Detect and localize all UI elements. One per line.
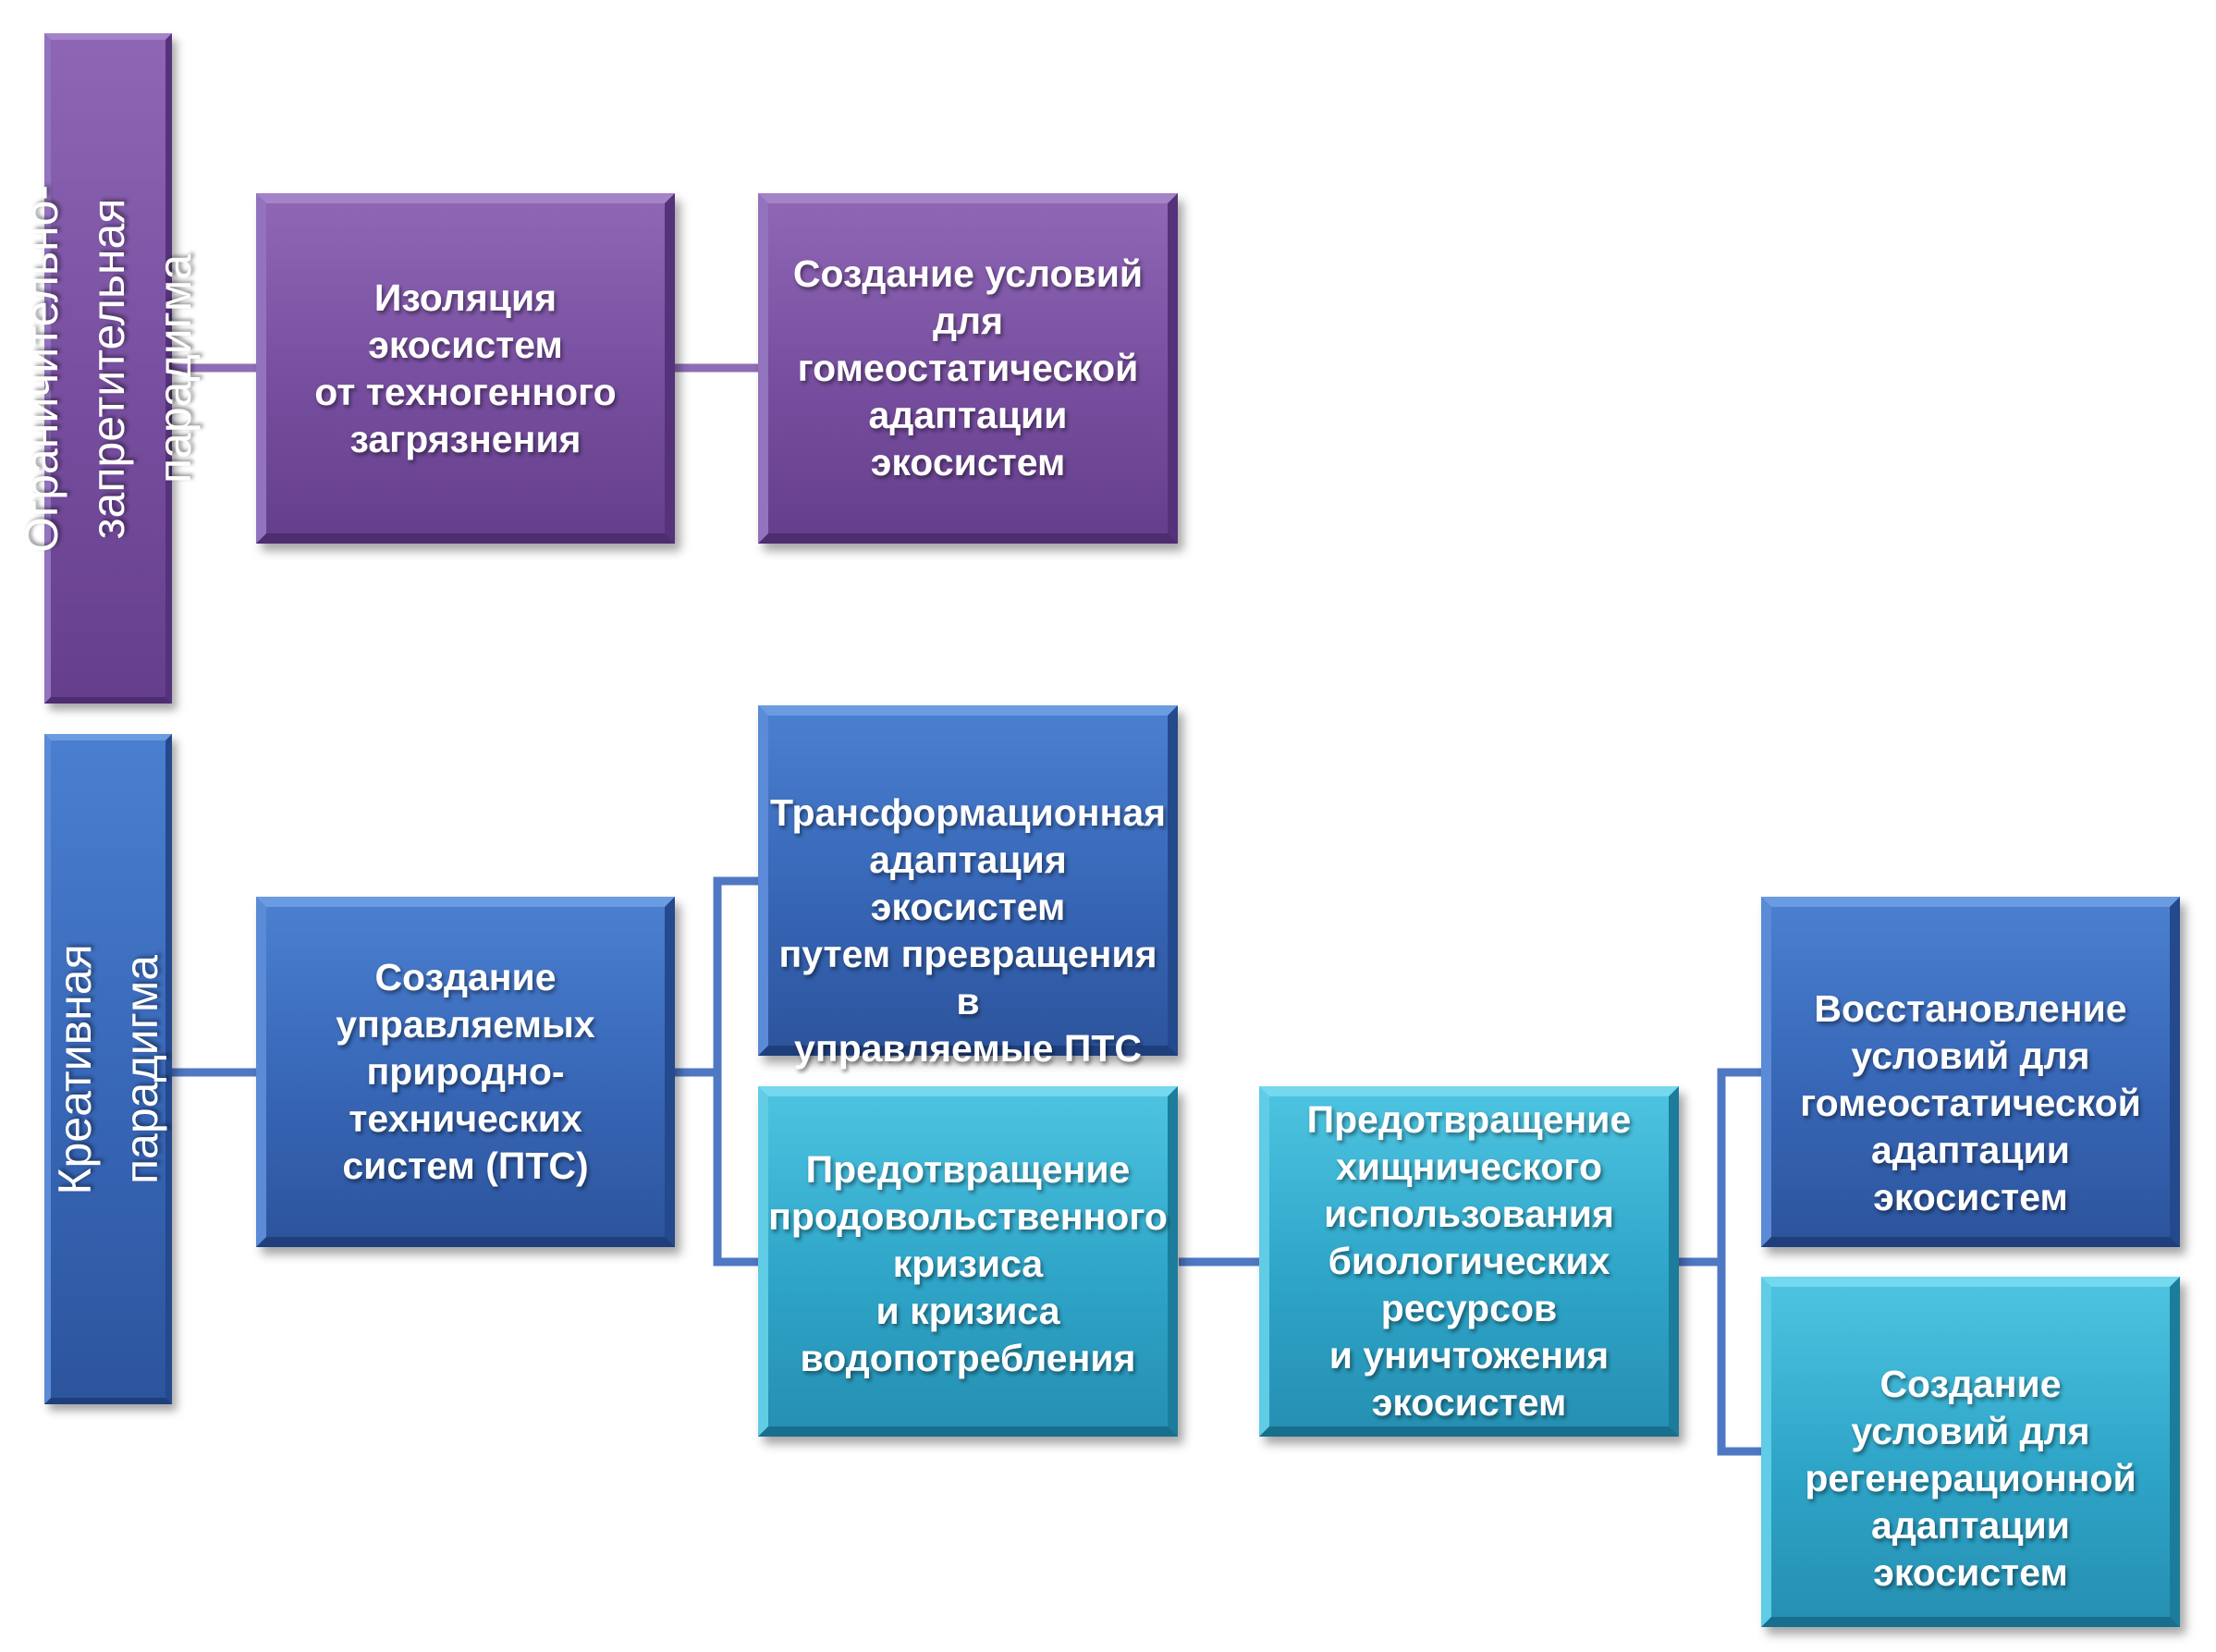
node-homeostatic-conditions-text: Создание условий для гомеостатической ад… xyxy=(792,252,1144,483)
connector-predatory-to-restoration xyxy=(1679,1068,1762,1267)
node-restoration: Восстановление условий для гомеостатичес… xyxy=(1761,897,2180,1247)
node-transformational-text: Трансформационная адаптация экосистем пу… xyxy=(769,791,1167,1070)
paradigm-creative-label: Креативная парадигма xyxy=(44,734,172,1404)
node-controlled-systems: Создание управляемых природно- техническ… xyxy=(256,897,675,1247)
paradigm-creative-text: Креативная парадигма xyxy=(49,943,167,1195)
connector-predatory-to-regeneration xyxy=(1717,1262,1762,1456)
node-regeneration: Создание условий для регенерационной ада… xyxy=(1761,1277,2180,1627)
paradigm-restrictive-label: Ограничительно- запретительная парадигма xyxy=(16,33,201,704)
node-isolation-text: Изоляция экосистем от техногенного загря… xyxy=(314,275,617,460)
node-predatory-prevention-text: Предотвращение хищнического использовани… xyxy=(1306,1098,1632,1424)
connector-controlled-to-crisis xyxy=(713,1072,760,1267)
node-restoration-text: Восстановление условий для гомеостатичес… xyxy=(1800,987,2141,1218)
node-crisis-prevention: Предотвращение продовольственного кризис… xyxy=(758,1086,1178,1437)
node-regeneration-text: Создание условий для регенерационной ада… xyxy=(1805,1363,2136,1594)
node-crisis-prevention-text: Предотвращение продовольственного кризис… xyxy=(768,1148,1168,1379)
node-predatory-prevention: Предотвращение хищнического использовани… xyxy=(1259,1086,1679,1437)
node-controlled-systems-text: Создание управляемых природно- техническ… xyxy=(336,956,595,1187)
node-homeostatic-conditions: Создание условий для гомеостатической ад… xyxy=(758,193,1178,544)
paradigm-restrictive-text: Ограничительно- запретительная парадигма xyxy=(16,184,201,553)
connector-controlled-to-transformational xyxy=(675,876,760,1077)
node-transformational: Трансформационная адаптация экосистем пу… xyxy=(758,705,1178,1070)
node-isolation: Изоляция экосистем от техногенного загря… xyxy=(256,193,675,544)
